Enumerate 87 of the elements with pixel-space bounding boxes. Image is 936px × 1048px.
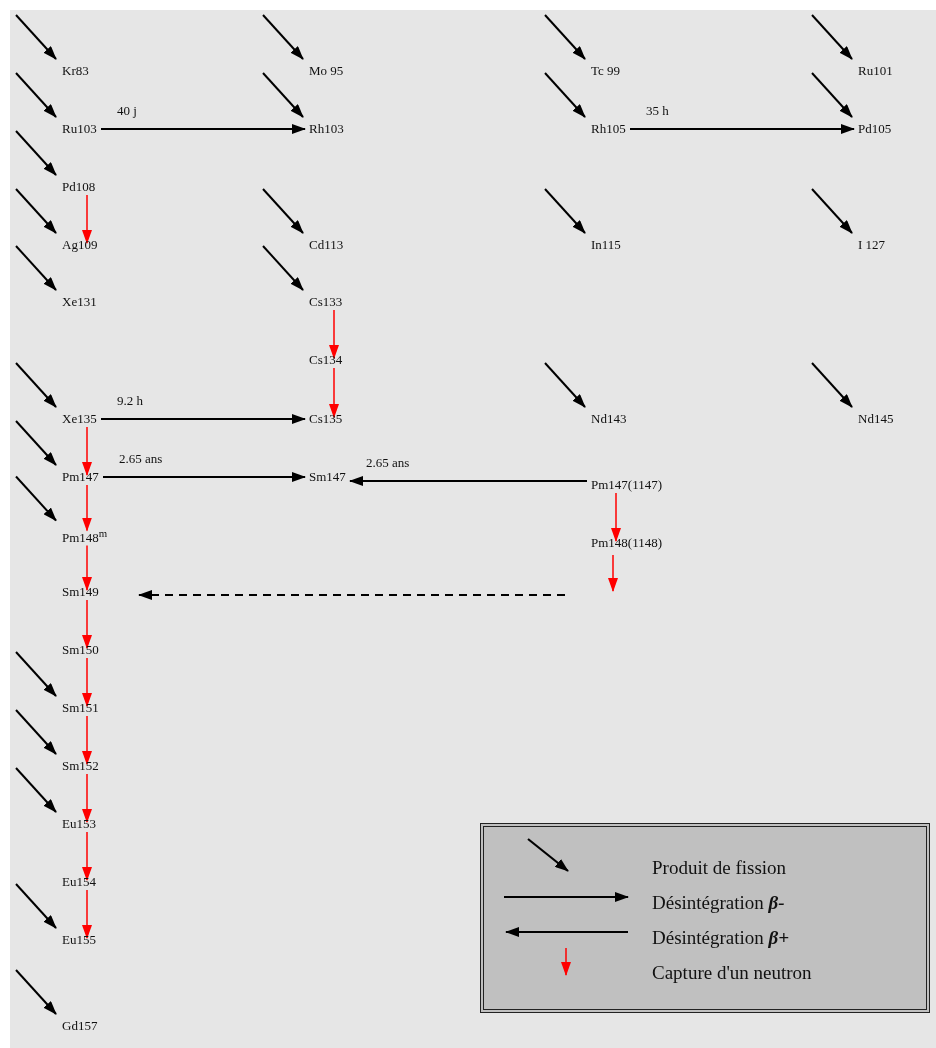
diagonal-arrow [811,188,853,234]
nuclide-label: Nd145 [858,411,894,427]
diagonal-arrow [15,130,57,176]
down-arrow [82,194,92,244]
nuclide-label: Cs134 [309,352,343,368]
half-life-label: 35 h [646,103,669,119]
diagonal-arrow [262,72,304,118]
nuclide-label: Sm152 [62,758,99,774]
nuclide-label: Tc 99 [591,63,621,79]
diagonal-arrow [262,14,304,60]
nuclide-label: In115 [591,237,621,253]
diagonal-arrow [15,362,57,408]
nuclide-label: Mo 95 [309,63,344,79]
diagonal-arrow [15,420,57,466]
down-arrow [329,309,339,359]
diagonal-arrow [544,72,586,118]
nuclide-label: Sm150 [62,642,99,658]
down-arrow [82,715,92,765]
down-arrow [329,367,339,418]
right-arrow [629,124,855,134]
legend-text: Capture d'un neutron [652,962,812,984]
diagonal-arrow [811,14,853,60]
diagonal-arrow [15,475,57,522]
left-arrow [138,590,566,600]
nuclide-label: Xe135 [62,411,97,427]
nuclide-label: Rh103 [309,121,344,137]
legend-text: Désintégration β+ [652,927,790,949]
nuclide-label: Pm147 [62,469,99,485]
nuclide-label: Sm151 [62,700,99,716]
nuclide-label: Cs135 [309,411,343,427]
nuclide-label: I 127 [858,237,886,253]
nuclide-label: Sm149 [62,584,99,600]
nuclide-label: Eu153 [62,816,96,832]
nuclide-label: Gd157 [62,1018,98,1034]
diagonal-arrow [15,767,57,813]
left-arrow [349,476,588,486]
down-arrow [82,831,92,881]
nuclide-label: Eu154 [62,874,96,890]
nuclide-label: Pd105 [858,121,892,137]
diagonal-arrow [811,362,853,408]
legend-text: Désintégration β- [652,892,785,914]
nuclide-label: Pd108 [62,179,96,195]
nuclide-label: Cs133 [309,294,343,310]
diagonal-arrow [15,969,57,1015]
diagonal-arrow [811,72,853,118]
down-arrow [82,657,92,707]
nuclide-label: Ru101 [858,63,893,79]
diagonal-arrow [544,188,586,234]
diagonal-arrow [15,245,57,291]
down-arrow [611,492,621,542]
down-arrow [82,484,92,532]
legend-text: Produit de fission [652,857,787,879]
half-life-label: 9.2 h [117,393,143,409]
right-arrow [102,472,306,482]
nuclide-label: Cd113 [309,237,344,253]
diagonal-arrow [544,14,586,60]
diagonal-arrow [15,651,57,697]
right-arrow [100,414,306,424]
nuclide-label: Pm147(1147) [591,477,663,493]
diagonal-arrow [262,245,304,291]
nuclide-label: Pm148$^{m}$ [62,524,108,546]
down-arrow [82,426,92,476]
nuclide-label: Sm147 [309,469,346,485]
half-life-label: 2.65 ans [366,455,410,471]
diagonal-arrow [544,362,586,408]
diagonal-arrow [262,188,304,234]
nuclide-label: Nd143 [591,411,627,427]
nuclide-label: Eu155 [62,932,96,948]
half-life-label: 40 j [117,103,137,119]
nuclide-label: Ag109 [62,237,98,253]
down-arrow [608,554,618,592]
nuclide-label: Kr83 [62,63,89,79]
nuclide-label: Xe131 [62,294,97,310]
down-arrow [82,544,92,591]
right-arrow [100,124,306,134]
nuclide-label: Pm148(1148) [591,535,663,551]
nuclide-label: Rh105 [591,121,626,137]
diagonal-arrow [15,72,57,118]
diagonal-arrow [15,709,57,755]
nuclide-label: Ru103 [62,121,97,137]
half-life-label: 2.65 ans [119,451,163,467]
down-arrow [82,889,92,939]
diagonal-arrow [15,883,57,929]
down-arrow [82,599,92,649]
diagonal-arrow [15,188,57,234]
diagonal-arrow [15,14,57,60]
down-arrow [82,773,92,823]
